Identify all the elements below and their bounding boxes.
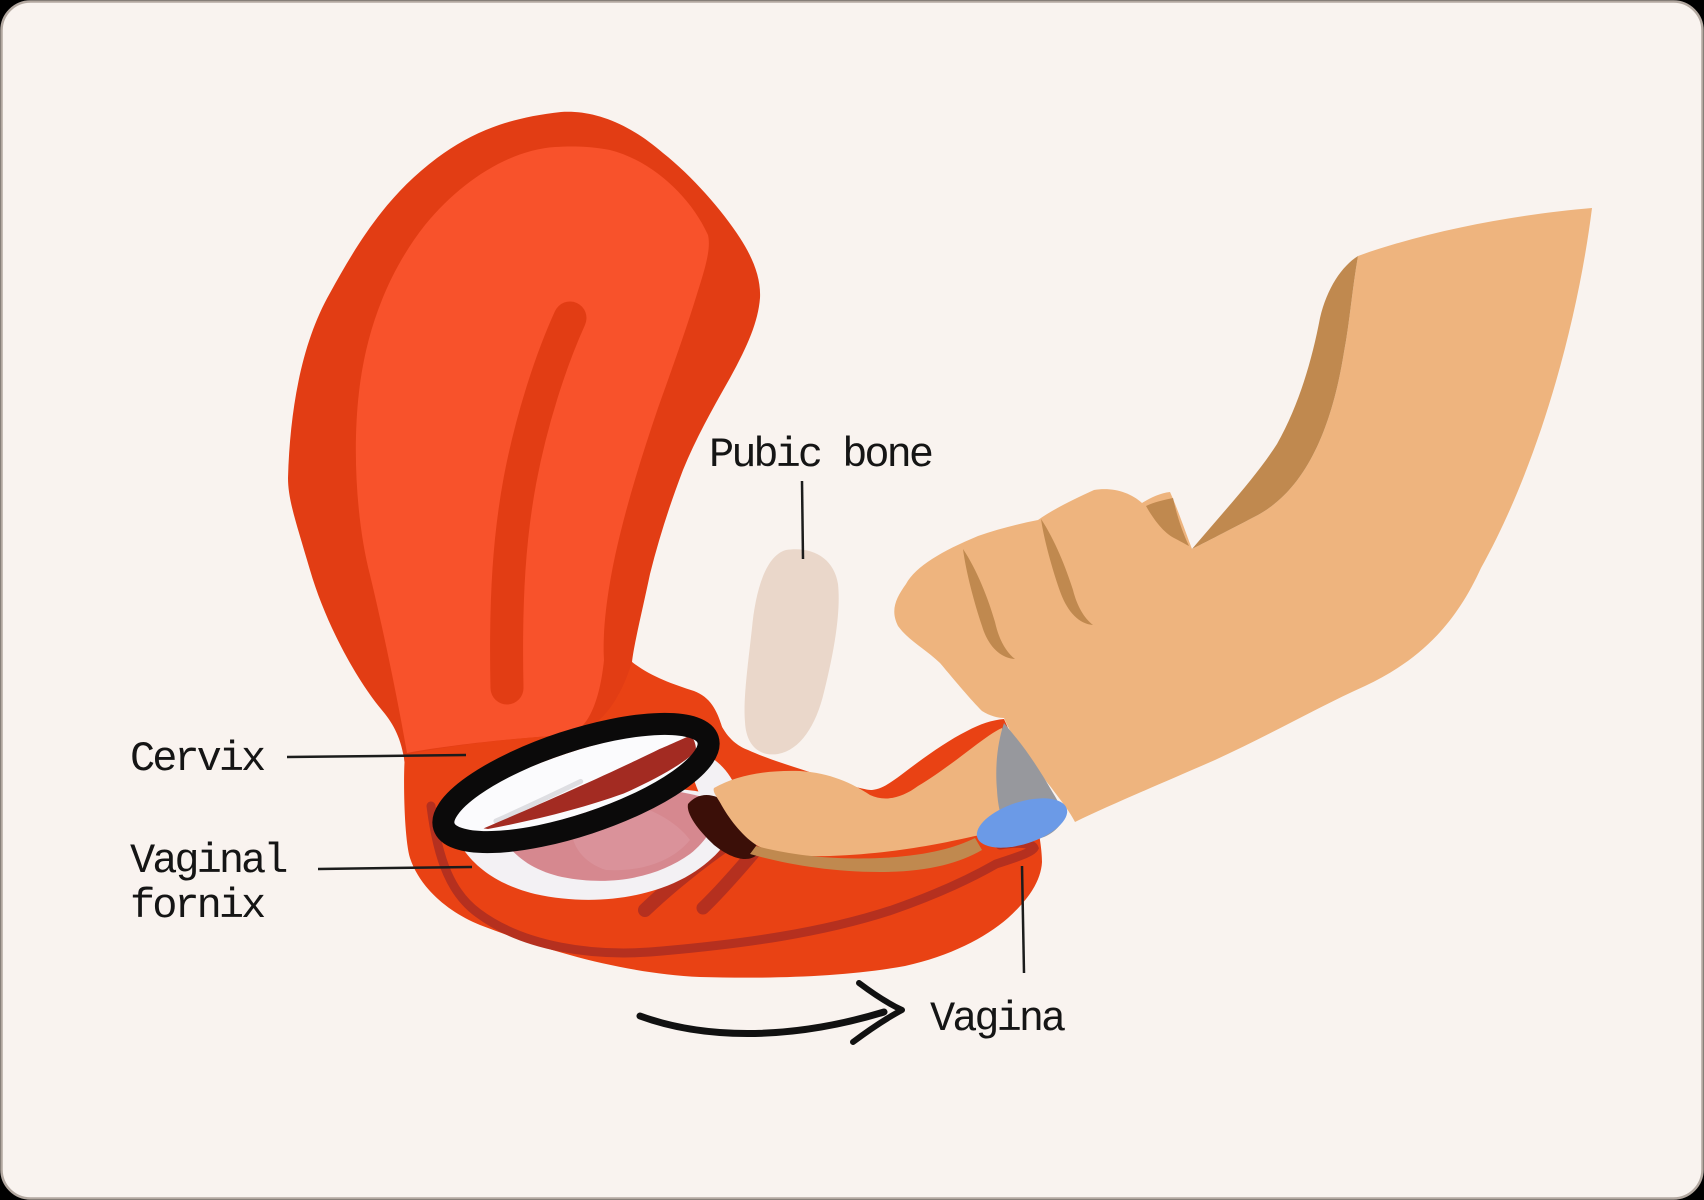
svg-text:fornix: fornix (130, 882, 265, 930)
svg-text:Vaginal: Vaginal (130, 837, 286, 885)
svg-text:Vagina: Vagina (930, 995, 1065, 1043)
svg-text:Pubic bone: Pubic bone (709, 431, 932, 479)
svg-text:Cervix: Cervix (130, 735, 265, 783)
